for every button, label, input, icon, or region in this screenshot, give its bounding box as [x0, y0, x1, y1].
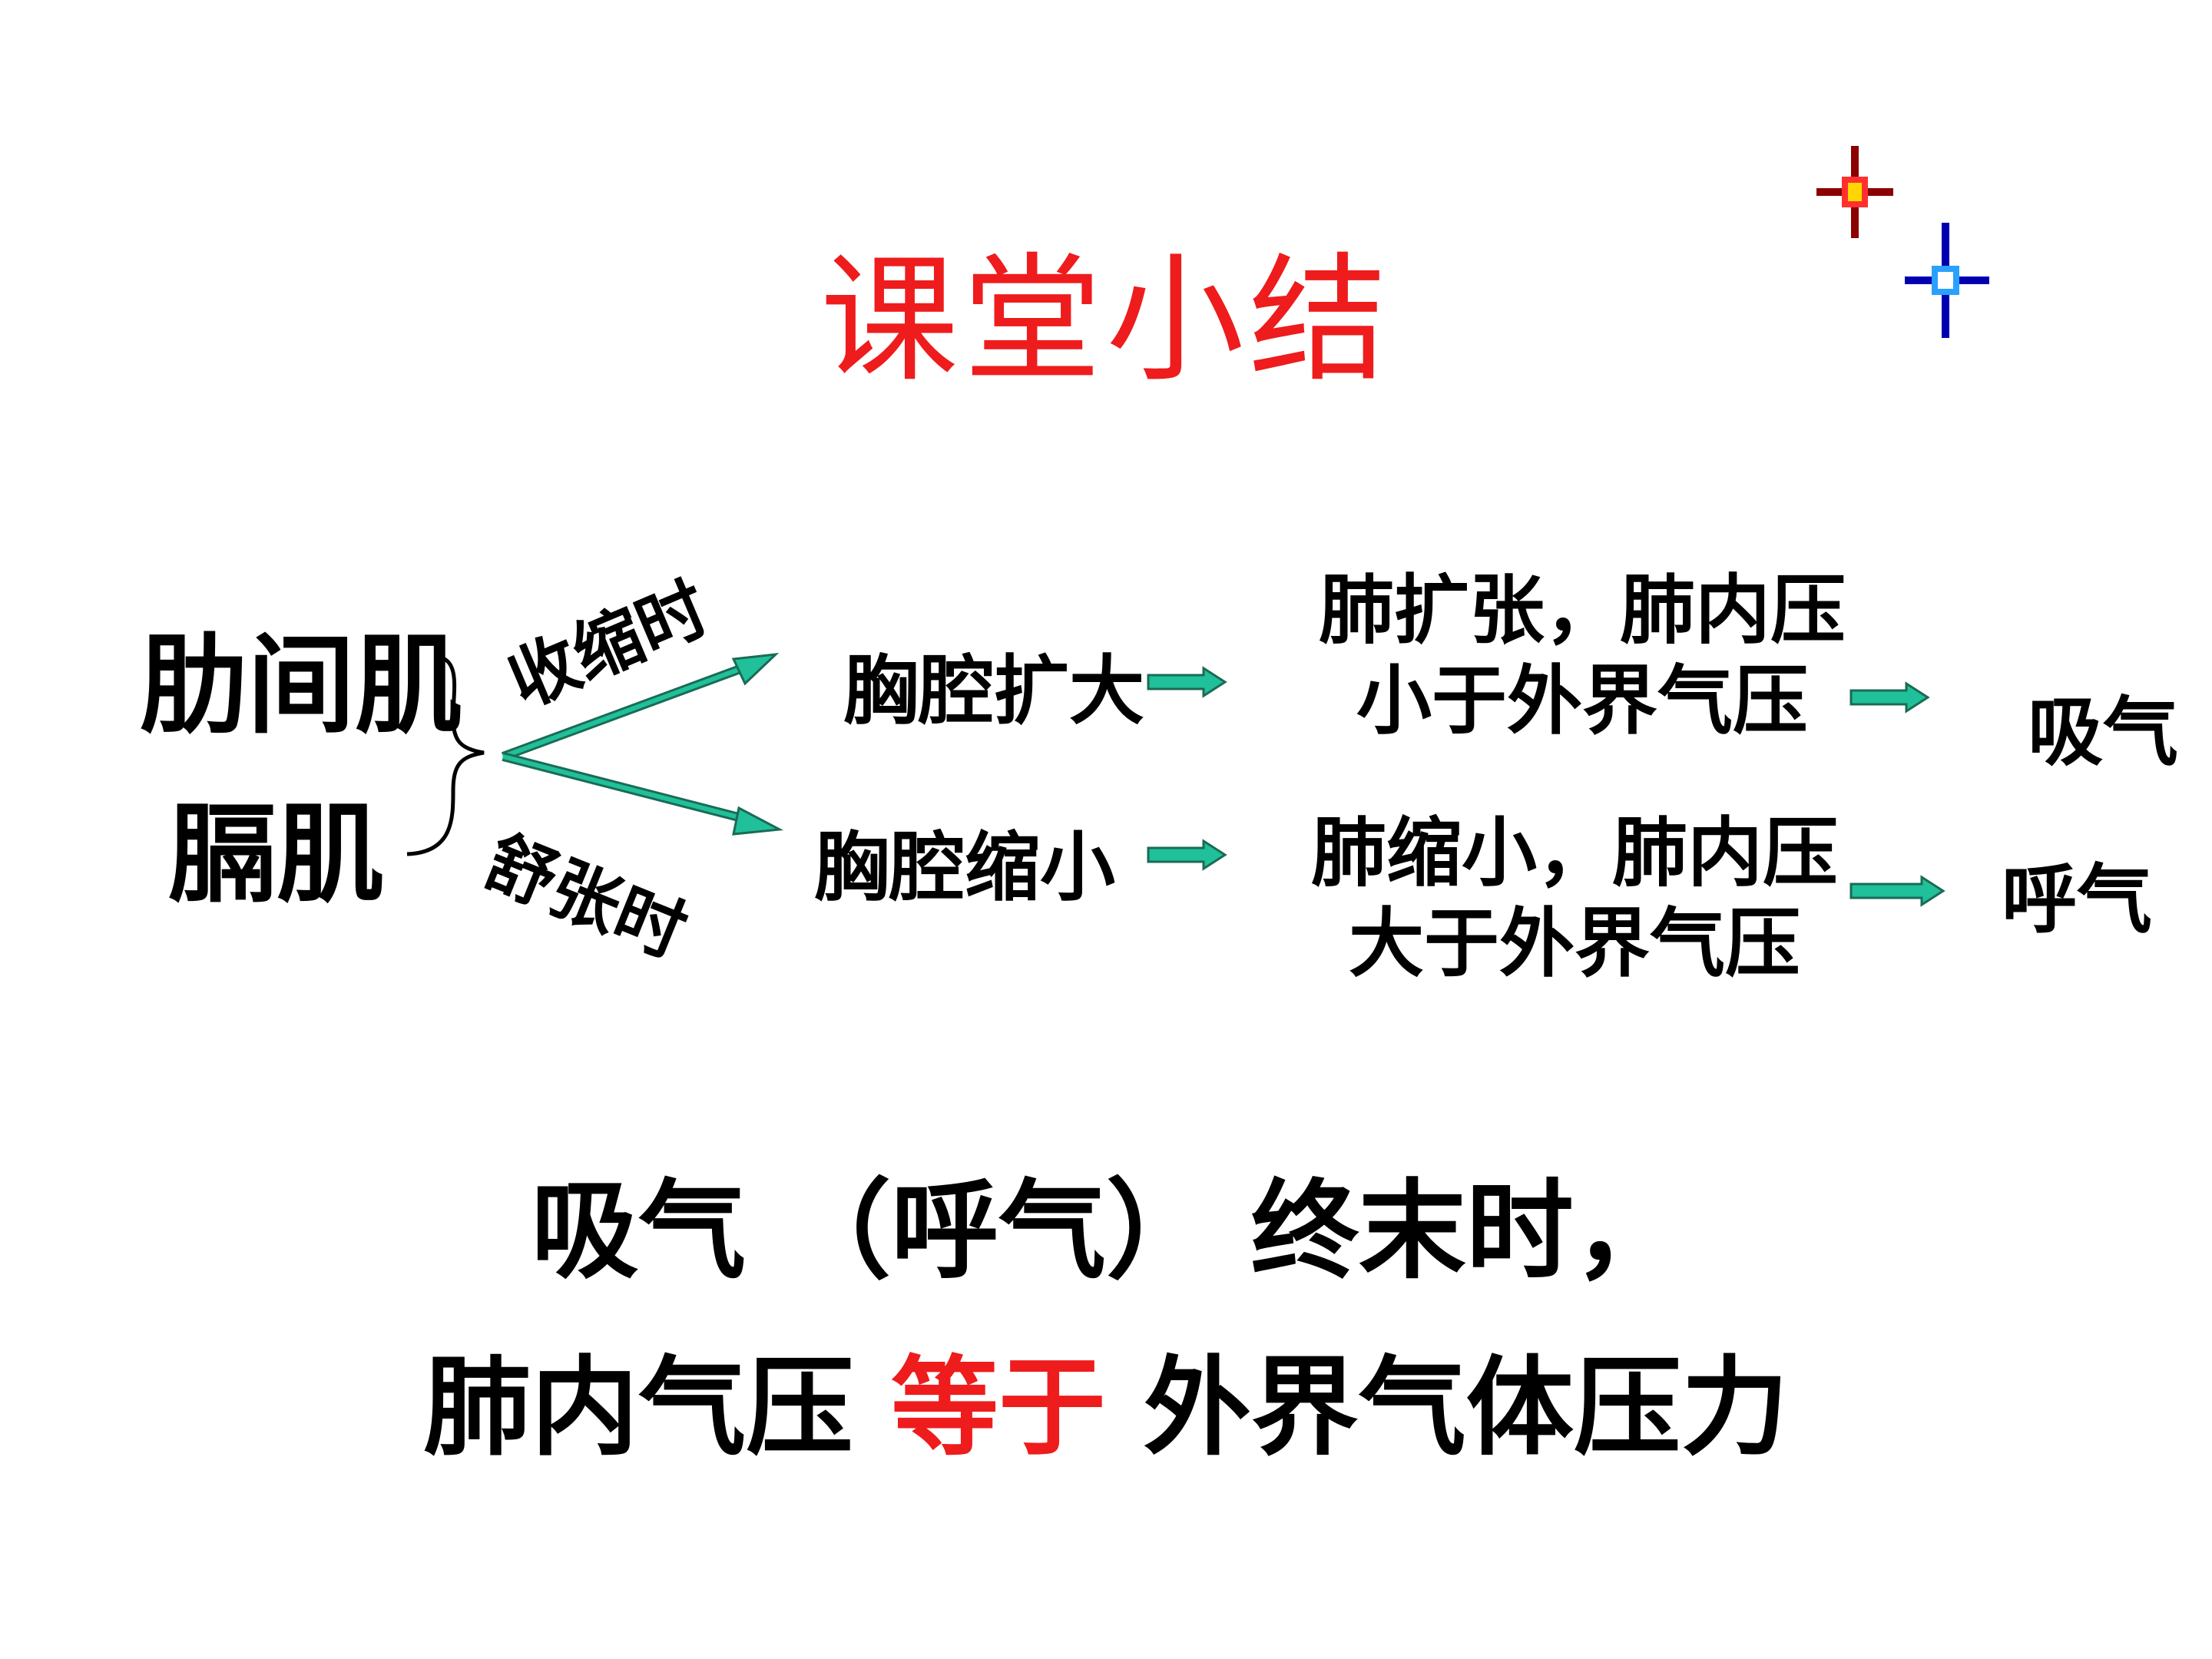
contract-arrow-icon — [501, 653, 780, 761]
lung-expand-line2: 小于外界气压 — [1356, 657, 1808, 745]
summary-after: 外界气体压力 — [1106, 1345, 1789, 1471]
brace-shape — [406, 654, 485, 856]
lung-to-inhale-arrow-icon — [1849, 681, 1930, 714]
exhale-result-label: 呼气 — [2002, 856, 2153, 944]
summary-line2: 肺内气压 等于 外界气体压力 — [0, 1321, 2212, 1476]
lung-shrink-line2: 大于外界气压 — [1348, 899, 1800, 988]
red-sparkle-icon — [1816, 146, 1893, 238]
summary-before: 肺内气压 — [423, 1345, 891, 1471]
chest-shrink-label: 胸腔缩小 — [814, 823, 1116, 912]
intercostal-muscle-label: 肋间肌 — [140, 623, 463, 749]
lung-expand-text: 肺扩张，肺内压 小于外界气压 — [1306, 565, 1859, 747]
blue-sparkle-icon — [1905, 223, 1989, 338]
summary-line1: 吸气 （呼气） 终末时， — [531, 1168, 1681, 1294]
summary-highlight: 等于 — [890, 1345, 1106, 1471]
chest-shrink-to-lung-arrow-icon — [1147, 839, 1227, 871]
inhale-result-label: 吸气 — [2028, 688, 2179, 777]
relax-arrow-icon — [502, 752, 784, 836]
chest-expand-label: 胸腔扩大 — [843, 647, 1145, 735]
lung-expand-line1: 肺扩张，肺内压 — [1318, 566, 1846, 654]
lung-shrink-text: 肺缩小，肺内压 大于外界气压 — [1298, 808, 1851, 989]
diaphragm-label: 膈肌 — [169, 792, 385, 918]
page-title: 课堂小结 — [820, 240, 1392, 401]
chest-to-lung-arrow-icon — [1147, 666, 1227, 698]
lung-shrink-line1: 肺缩小，肺内压 — [1310, 809, 1838, 897]
lung-to-exhale-arrow-icon — [1849, 875, 1945, 907]
